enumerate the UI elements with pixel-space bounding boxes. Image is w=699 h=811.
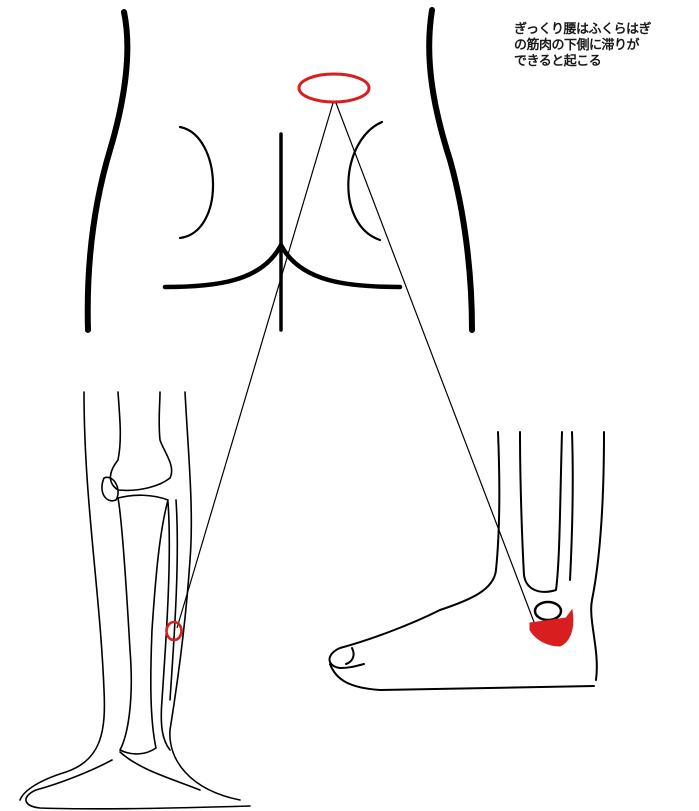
right-body-outline (429, 10, 472, 330)
tibia-lower (520, 432, 562, 592)
ankle-figure (330, 432, 605, 690)
leg-skeleton (20, 392, 250, 809)
connector-to-heel (336, 103, 534, 622)
femur (110, 392, 171, 490)
foot-bones (120, 752, 200, 790)
leg-outline-back (20, 392, 104, 800)
talus-bone (535, 602, 561, 620)
fibula-inner (170, 500, 177, 700)
foot-top (330, 610, 441, 668)
left-buttock-curve (180, 127, 213, 238)
fibula-lower (570, 432, 573, 580)
foot-sole (330, 664, 594, 690)
shin-outline (440, 432, 499, 610)
connector-to-calf (177, 103, 333, 628)
calf-outline (591, 432, 604, 680)
left-body-outline (88, 12, 128, 330)
foot-outline (26, 760, 250, 809)
connector-lines (177, 103, 534, 628)
toe-line (346, 648, 354, 664)
lower-back-marker (299, 74, 369, 102)
